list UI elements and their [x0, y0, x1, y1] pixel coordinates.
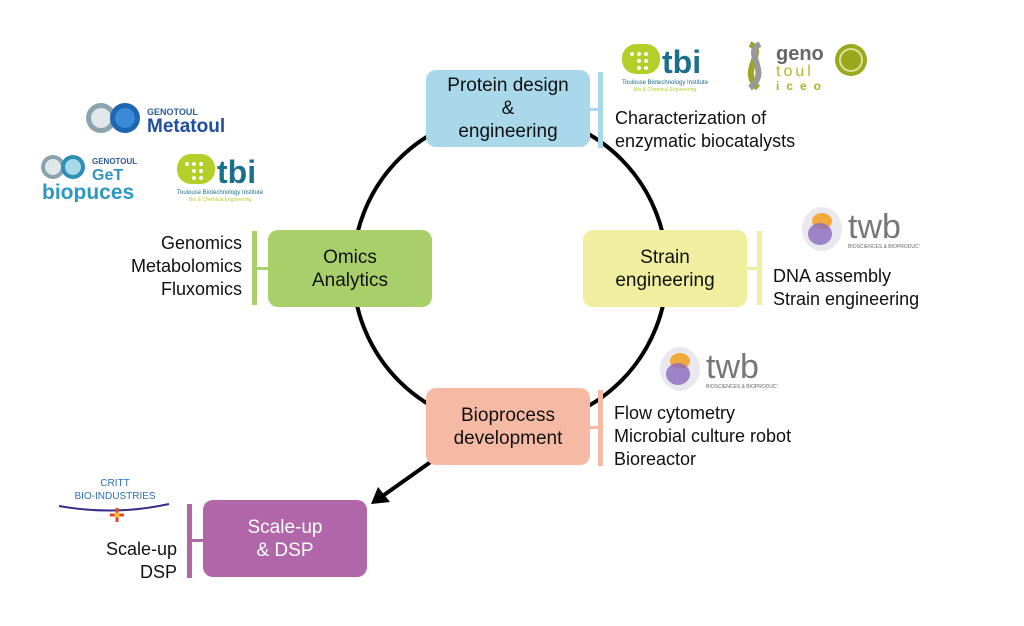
- node-omics-analytics: Omics Analytics: [268, 230, 432, 307]
- list-item: Bioreactor: [614, 449, 697, 469]
- svg-text:tbi: tbi: [662, 44, 701, 80]
- metatoul-logo: GENOTOUL Metatoul: [86, 103, 225, 136]
- node-strain-engineering: Strain engineering: [583, 230, 747, 307]
- omics-items: Genomics Metabolomics Fluxomics: [131, 232, 242, 301]
- svg-text:Metatoul: Metatoul: [147, 116, 225, 136]
- bioprocess-items: Flow cytometry Microbial culture robot B…: [614, 402, 791, 471]
- scaleup-items: Scale-up DSP: [106, 538, 177, 584]
- svg-text:iceo: iceo: [776, 79, 828, 92]
- bracket-tick: [257, 267, 268, 270]
- svg-text:Bio & Chemical Engineering: Bio & Chemical Engineering: [189, 197, 251, 203]
- svg-text:GeT: GeT: [92, 167, 123, 184]
- svg-text:geno: geno: [776, 43, 824, 65]
- svg-text:GENOTOUL: GENOTOUL: [147, 107, 198, 117]
- list-item: Scale-up: [105, 539, 177, 559]
- node-label: Scale-up & DSP: [247, 516, 323, 561]
- list-item: Genomics: [160, 233, 242, 253]
- genotoul-iceo-logo: geno toul iceo: [747, 41, 867, 92]
- svg-text:GENOTOUL: GENOTOUL: [92, 157, 137, 166]
- get-biopuces-logo: GENOTOUL GeT biopuces: [41, 155, 137, 202]
- node-label: Strain engineering: [615, 246, 715, 291]
- svg-text:BIOSCIENCES & BIOPRODUCTION: BIOSCIENCES & BIOPRODUCTION: [848, 244, 920, 250]
- svg-text:Bio & Chemical Engineering: Bio & Chemical Engineering: [634, 87, 696, 93]
- list-item: Strain engineering: [773, 289, 920, 309]
- svg-text:BIOSCIENCES & BIOPRODUCTION: BIOSCIENCES & BIOPRODUCTION: [706, 384, 778, 390]
- twb-logo: twb BIOSCIENCES & BIOPRODUCTION: [660, 347, 778, 391]
- list-item: enzymatic biocatalysts: [615, 131, 796, 151]
- bracket-tick: [590, 108, 598, 111]
- svg-text:tbi: tbi: [217, 154, 256, 190]
- svg-text:BIO-INDUSTRIES: BIO-INDUSTRIES: [74, 491, 155, 502]
- list-item: DNA assembly: [773, 266, 892, 286]
- bracket-tick: [192, 539, 203, 542]
- arrow-to-scaleup: [382, 459, 434, 497]
- list-item: Flow cytometry: [614, 403, 736, 423]
- tbi-logo: tbi Toulouse Biotechnology Institute Bio…: [622, 44, 709, 93]
- node-bioprocess-development: Bioprocess development: [426, 388, 590, 465]
- bracket-bar: [598, 390, 603, 466]
- svg-text:toul: toul: [776, 63, 814, 80]
- list-item: Characterization of: [615, 108, 767, 128]
- twb-logo: twb BIOSCIENCES & BIOPRODUCTION: [802, 207, 920, 251]
- node-label: Protein design & engineering: [447, 75, 569, 142]
- arrow-head: [371, 487, 390, 504]
- svg-text:twb: twb: [848, 208, 901, 246]
- list-item: DSP: [139, 562, 177, 582]
- bracket-bar: [187, 504, 192, 578]
- svg-text:biopuces: biopuces: [42, 181, 134, 202]
- node-label: Bioprocess development: [453, 404, 563, 449]
- list-item: Fluxomics: [160, 279, 242, 299]
- list-item: Metabolomics: [130, 256, 242, 276]
- svg-text:twb: twb: [706, 348, 759, 386]
- svg-text:CRITT: CRITT: [100, 478, 129, 489]
- protein-items: Characterization of enzymatic biocatalys…: [615, 107, 795, 153]
- svg-text:Toulouse Biotechnology Institu: Toulouse Biotechnology Institute: [177, 190, 264, 196]
- bracket-tick: [590, 426, 598, 429]
- tbi-logo: tbi Toulouse Biotechnology Institute Bio…: [177, 154, 264, 203]
- strain-items: DNA assembly Strain engineering: [773, 265, 919, 311]
- bracket-bar: [757, 231, 762, 305]
- node-scaleup-dsp: Scale-up & DSP: [203, 500, 367, 577]
- node-label: Omics Analytics: [311, 246, 389, 291]
- bracket-bar: [598, 72, 603, 148]
- bracket-bar: [252, 231, 257, 305]
- list-item: Microbial culture robot: [614, 426, 792, 446]
- svg-text:Toulouse Biotechnology Institu: Toulouse Biotechnology Institute: [622, 80, 709, 86]
- critt-bio-industries-logo: CRITT BIO-INDUSTRIES: [58, 478, 170, 522]
- bracket-tick: [747, 267, 757, 270]
- node-protein-design: Protein design & engineering: [426, 70, 590, 147]
